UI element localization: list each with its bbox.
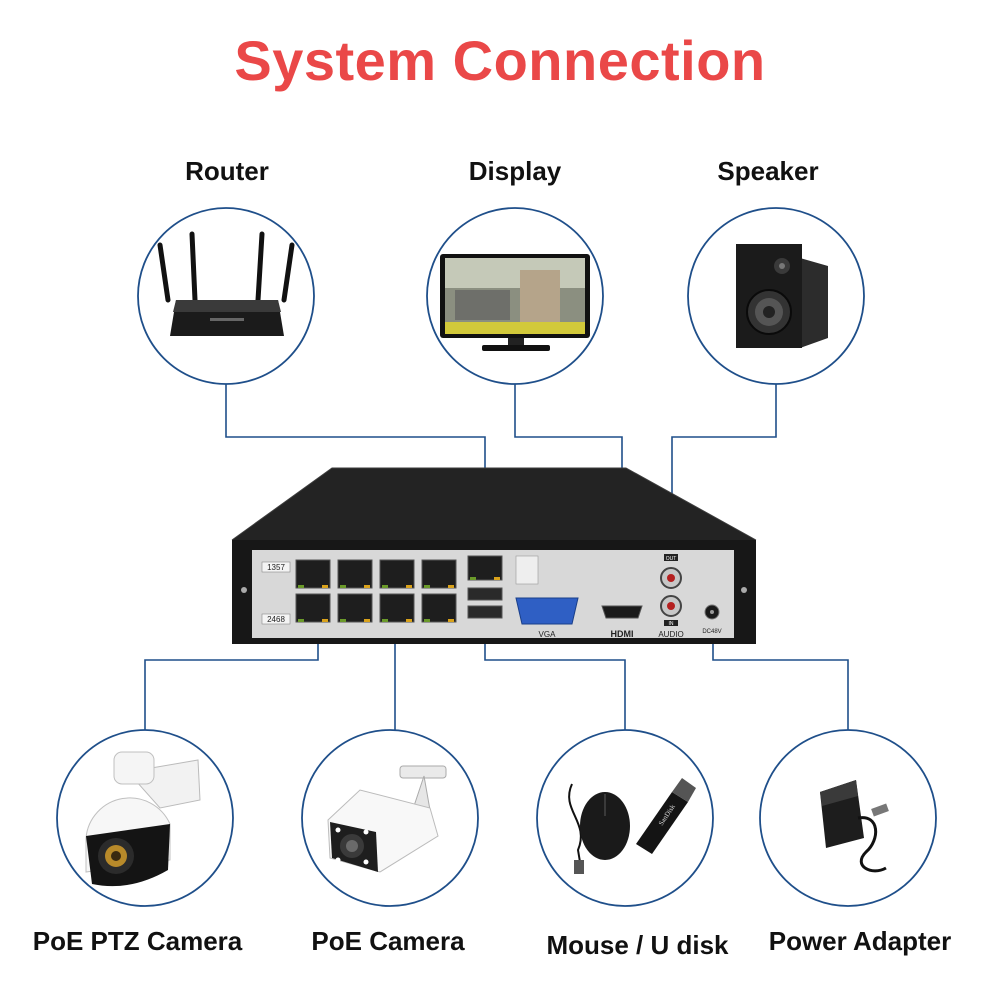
display-icon: [440, 254, 590, 351]
dc-label: DC48V: [702, 629, 721, 635]
ptz-camera-icon: [85, 751, 201, 887]
speaker-icon: [736, 244, 828, 348]
audio-label: AUDIO: [658, 630, 683, 639]
ports-bottom-label: 2468: [267, 615, 285, 624]
usb-port-1: [467, 587, 503, 601]
hdmi-label: HDMI: [611, 629, 634, 639]
nvr-unit: 1357 2468 VGA HDMI OUT IN AUDIO DC48V: [231, 467, 757, 644]
audio-in-label: IN: [669, 621, 674, 627]
vga-label: VGA: [539, 630, 557, 639]
router-icon: [157, 231, 295, 336]
poe-camera-label: PoE Camera: [311, 926, 465, 956]
page-title: System Connection: [234, 29, 766, 92]
mouse-udisk-label: Mouse / U disk: [546, 930, 729, 960]
lan-port: [467, 555, 503, 581]
router-label: Router: [185, 156, 269, 186]
power-adapter-icon: [820, 780, 889, 873]
power-adapter-label: Power Adapter: [768, 926, 952, 956]
usb-port-2: [467, 605, 503, 619]
vga-port: [515, 597, 579, 625]
ports-top-label: 1357: [267, 563, 285, 572]
display-label: Display: [468, 156, 562, 186]
audio-out-label: OUT: [666, 556, 677, 562]
hdmi-port: [601, 605, 643, 619]
poe-camera-icon: [327, 765, 447, 873]
ptz-camera-label: PoE PTZ Camera: [32, 926, 243, 956]
router-circle: [137, 207, 315, 385]
mouse-udisk-icon: SanDisk: [568, 778, 696, 874]
poe-ports: [295, 559, 457, 623]
speaker-label: Speaker: [717, 156, 819, 186]
